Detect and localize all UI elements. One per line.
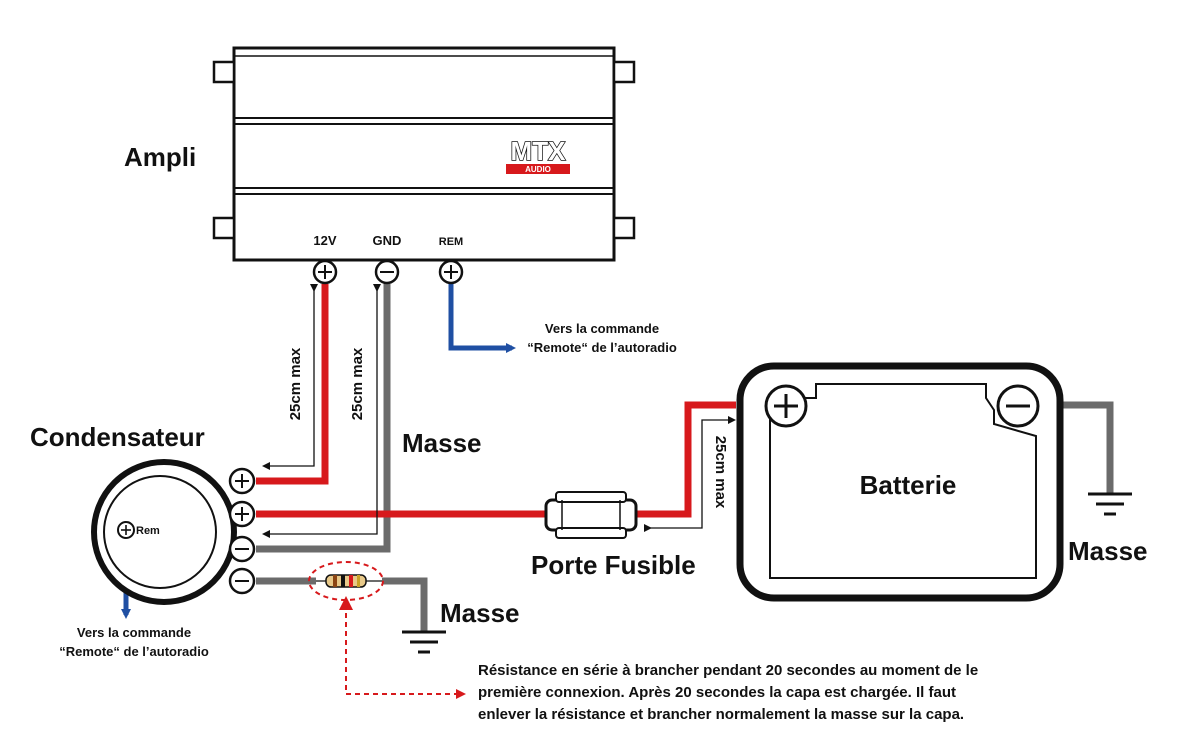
- terminal-gnd-label: GND: [373, 233, 402, 248]
- amp-terminal-12v: [312, 259, 338, 285]
- masse-center-label: Masse: [402, 428, 482, 458]
- dist-arrow-gnd: [262, 284, 381, 538]
- amp-tab-tr: [612, 60, 636, 84]
- cap-terminal-plus-2: [228, 500, 256, 528]
- capacitor-label: Condensateur: [30, 422, 205, 452]
- amplifier: MTX AUDIO 12V GND REM: [212, 46, 636, 262]
- capacitor-rem-label: Rem: [136, 525, 160, 537]
- wire-amp-gnd: [256, 284, 391, 553]
- capacitor-inner: [103, 475, 217, 589]
- terminal-12v-label: 12V: [313, 233, 336, 248]
- note-line-1: Résistance en série à brancher pendant 2…: [478, 662, 978, 679]
- mtx-audio-logo: MTX AUDIO: [506, 135, 570, 174]
- masse-battery-label: Masse: [1068, 536, 1148, 566]
- battery-terminal-plus: [764, 384, 808, 428]
- terminal-rem-label: REM: [439, 236, 463, 248]
- dist-label-battery: 25cm max: [712, 436, 729, 509]
- remote-cap-label-line2: “Remote“ de l’autoradio: [59, 644, 209, 659]
- svg-text:MTX: MTX: [511, 136, 567, 166]
- capacitor: Rem: [91, 459, 237, 605]
- battery-label: Batterie: [860, 470, 957, 500]
- resistor-note: Résistance en série à brancher pendant 2…: [478, 662, 978, 723]
- dist-label-12v: 25cm max: [287, 347, 304, 420]
- note-line-2: première connexion. Après 20 secondes la…: [478, 684, 956, 701]
- amp-tab-bl: [212, 216, 236, 240]
- svg-text:AUDIO: AUDIO: [525, 165, 551, 174]
- fuse-holder-label: Porte Fusible: [531, 550, 696, 580]
- remote-cap-label-line1: Vers la commande: [77, 625, 191, 640]
- remote-amp-label-line1: Vers la commande: [545, 321, 659, 336]
- fuse-holder-body: [544, 498, 638, 532]
- dist-arrow-batt: [644, 416, 736, 532]
- battery: [736, 362, 1064, 602]
- battery-inner: [769, 383, 1037, 579]
- amplifier-body: [232, 46, 616, 262]
- battery-terminal-minus: [996, 384, 1040, 428]
- ground-symbol-battery: [1088, 492, 1132, 516]
- amp-terminal-gnd: [374, 259, 400, 285]
- amp-tab-tl: [212, 60, 236, 84]
- amp-tab-br: [612, 216, 636, 240]
- ground-symbol-cap: [402, 630, 446, 654]
- cap-terminal-minus-1: [228, 535, 256, 563]
- resistor: [308, 561, 384, 601]
- amplifier-label: Ampli: [124, 142, 196, 172]
- cap-terminal-minus-2: [228, 567, 256, 595]
- masse-bottom-label: Masse: [440, 598, 520, 628]
- cap-terminal-plus-1: [228, 467, 256, 495]
- fuse-holder: [544, 491, 638, 539]
- wire-amp-remote: [448, 284, 516, 353]
- resistor-pointer-up-arrow: [339, 596, 353, 610]
- resistor-note-pointer: [345, 604, 466, 699]
- amp-terminal-rem: [438, 259, 464, 285]
- remote-amp-label-line2: “Remote“ de l’autoradio: [527, 340, 677, 355]
- note-line-3: enlever la résistance et brancher normal…: [478, 706, 964, 723]
- dist-label-gnd: 25cm max: [349, 347, 366, 420]
- wire-resistor-to-ground: [382, 577, 428, 632]
